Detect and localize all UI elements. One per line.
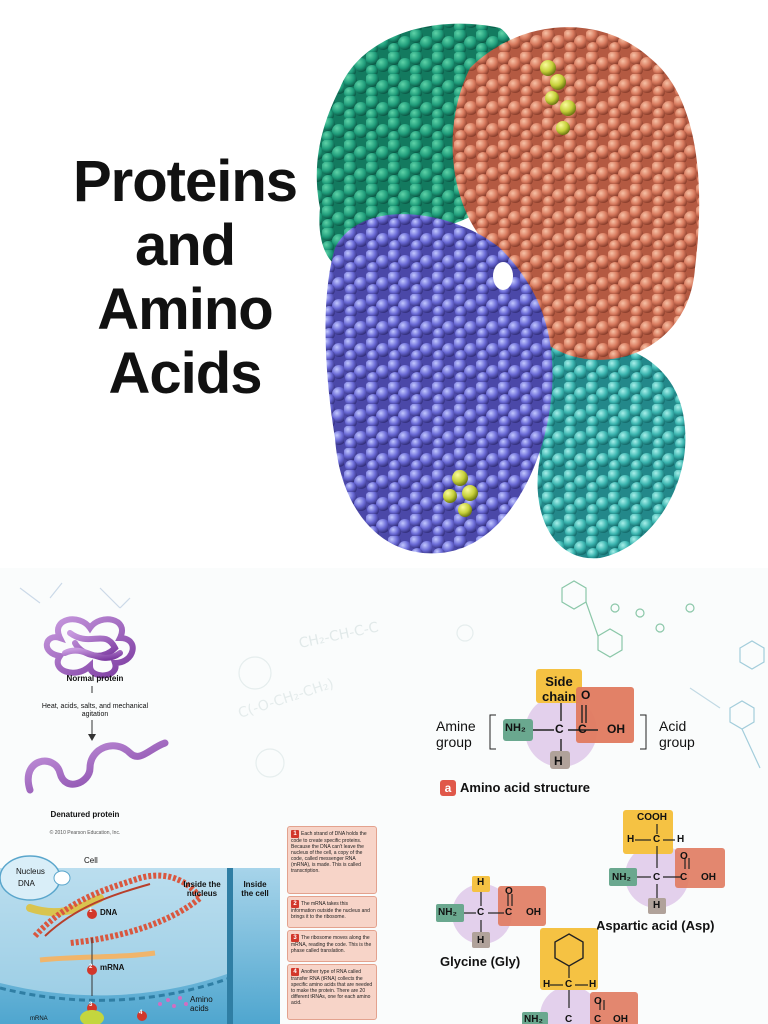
- title-line-4: Acids: [108, 341, 263, 406]
- inside-cell-label: Inside the cell: [241, 880, 269, 898]
- denaturing-agents-label: Heat, acids, salts, and mechanical agita…: [41, 703, 149, 718]
- title-line-3: Amino: [97, 277, 273, 342]
- phe-c: C: [565, 1014, 573, 1024]
- acid-group-label: Acid group: [659, 718, 695, 750]
- phe-c2: C: [594, 1014, 602, 1024]
- dna-step-label: DNA: [100, 908, 118, 917]
- gly-c: C: [477, 907, 485, 918]
- asp-h-bottom: H: [653, 900, 661, 911]
- protein-synthesis-diagram: [0, 855, 280, 1024]
- phe-h-left: H: [543, 979, 551, 990]
- asp-c2: C: [680, 872, 688, 883]
- gly-c2: C: [505, 907, 513, 918]
- diagram-slide: CH₂-CH-C-C C(-O-CH₂-CH₂) Normal protein …: [0, 568, 768, 1024]
- amino-acid-structure-caption: Amino acid structure: [460, 780, 591, 795]
- phe-oh: OH: [613, 1014, 628, 1024]
- dna-small-label: DNA: [18, 879, 35, 888]
- copyright-note: © 2010 Pearson Education, Inc.: [49, 830, 121, 836]
- phe-h-right: H: [589, 979, 597, 990]
- title-line-2: and: [134, 213, 236, 278]
- denatured-protein-shape: [24, 739, 169, 794]
- hydrogen-label: H: [554, 754, 563, 768]
- slide-title: Proteins and Amino Acids: [40, 150, 330, 406]
- title-line-1: Proteins: [72, 149, 298, 214]
- gly-nh2: NH₂: [438, 907, 457, 918]
- figure-badge-a: a: [440, 780, 456, 796]
- num-4: 4: [139, 1010, 143, 1016]
- amino-acid-structure-diagram: [489, 669, 647, 769]
- mrna-small-label: mRNA: [30, 1016, 48, 1022]
- carbon-label: C: [555, 722, 564, 736]
- nh2-label: NH₂: [505, 722, 526, 734]
- asp-o: O: [680, 851, 688, 862]
- amino-acids-label: Amino acids: [190, 995, 213, 1013]
- denatured-protein-label: Denatured protein: [50, 810, 120, 819]
- asp-c-side: C: [653, 834, 661, 845]
- asp-nh2: NH₂: [612, 872, 631, 883]
- glycine-structure: [436, 876, 546, 948]
- gly-h-top: H: [477, 877, 485, 888]
- num-2: 2: [89, 964, 93, 970]
- svg-text:CH₂-CH-C-C: CH₂-CH-C-C: [298, 619, 381, 652]
- svg-text:C(-O-CH₂-CH₂): C(-O-CH₂-CH₂): [236, 676, 336, 722]
- num-3: 3: [89, 1002, 93, 1008]
- phe-nh2: NH₂: [524, 1014, 543, 1024]
- amine-group-label: Amine group: [436, 718, 476, 750]
- phenyl-amino-acid-partial: [522, 928, 638, 1024]
- aspartic-acid-structure: [609, 810, 725, 914]
- normal-protein-shape: [43, 616, 136, 679]
- background-molecules: CH₂-CH-C-C C(-O-CH₂-CH₂): [19, 580, 765, 778]
- asp-cooh: COOH: [637, 812, 667, 823]
- oxygen-label: O: [581, 688, 591, 702]
- asp-h-left: H: [627, 834, 635, 845]
- protein-molecule-illustration: [316, 23, 700, 559]
- cell-label: Cell: [84, 856, 98, 865]
- aspartic-acid-name: Aspartic acid (Asp): [596, 918, 715, 933]
- gly-o: O: [505, 886, 513, 897]
- normal-protein-label: Normal protein: [66, 674, 124, 683]
- gly-h-bottom: H: [477, 935, 485, 946]
- inside-nucleus-label: Inside the nucleus: [183, 880, 221, 898]
- asp-oh: OH: [701, 872, 716, 883]
- carbon-label-2: C: [578, 722, 587, 736]
- asp-c: C: [653, 872, 661, 883]
- num-1: 1: [89, 908, 93, 914]
- title-slide: Proteins and Amino Acids: [40, 23, 700, 559]
- phe-o: O: [594, 996, 602, 1007]
- phe-c-side: C: [565, 979, 573, 990]
- hydroxyl-label: OH: [607, 722, 625, 736]
- glycine-name: Glycine (Gly): [440, 954, 521, 969]
- gly-oh: OH: [526, 907, 541, 918]
- mrna-step-label: mRNA: [100, 963, 125, 972]
- side-chain-label: Side chain: [542, 674, 576, 704]
- asp-h-right: H: [677, 834, 685, 845]
- nucleus-label: Nucleus: [16, 867, 45, 876]
- denaturation-diagram: [24, 616, 169, 794]
